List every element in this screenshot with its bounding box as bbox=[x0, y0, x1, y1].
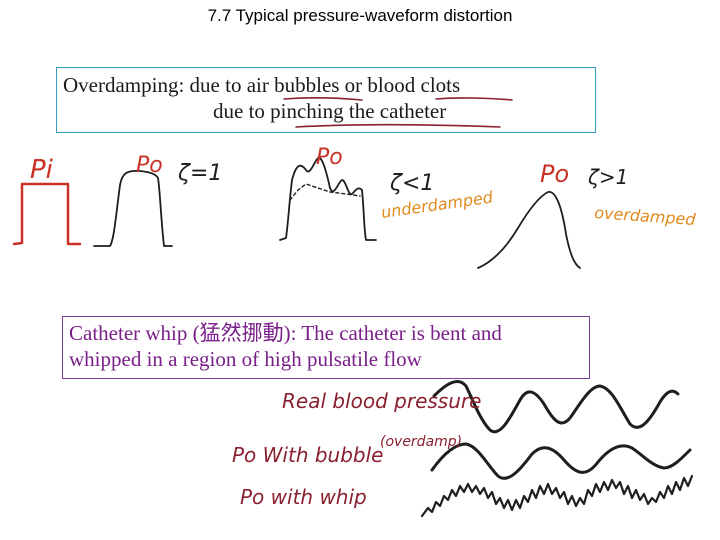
overdamping-line-1: Overdamping: due to air bubbles or blood… bbox=[63, 73, 461, 97]
label-po-3: Po bbox=[540, 160, 569, 188]
label-po-whip: Po with whip bbox=[240, 485, 367, 509]
underdamped-wave bbox=[279, 157, 377, 241]
label-po-bubble: Po With bubble bbox=[232, 443, 383, 467]
whip-line-1: Catheter whip (猛然挪動): The catheter is be… bbox=[69, 321, 502, 345]
label-zeta-1: ζ=1 bbox=[177, 161, 222, 186]
underline-air-bubbles bbox=[283, 97, 363, 101]
overdamping-line-2: due to pinching the catheter bbox=[213, 99, 447, 123]
underdamped-dashed-reference bbox=[289, 183, 361, 201]
label-po-2: Po bbox=[316, 145, 343, 170]
label-overdamped-paren: (overdamp) bbox=[380, 434, 462, 450]
whip-wave bbox=[420, 474, 694, 518]
overdamped-wave bbox=[477, 191, 581, 269]
bubble-wave bbox=[430, 442, 692, 480]
pi-square-wave bbox=[12, 182, 82, 246]
critically-damped-wave bbox=[93, 169, 173, 247]
underline-blood-clots bbox=[435, 97, 513, 101]
catheter-whip-box: Catheter whip (猛然挪動): The catheter is be… bbox=[62, 316, 590, 379]
real-bp-wave bbox=[432, 380, 680, 434]
overdamping-box: Overdamping: due to air bubbles or blood… bbox=[56, 67, 596, 133]
whip-line-2: whipped in a region of high pulsatile fl… bbox=[69, 347, 422, 371]
slide-title: 7.7 Typical pressure-waveform distortion bbox=[207, 6, 513, 25]
label-real-bp: Real blood pressure bbox=[282, 389, 481, 413]
label-overdamped: overdamped bbox=[594, 203, 697, 229]
label-zeta-3: ζ>1 bbox=[587, 165, 628, 189]
underline-pinching bbox=[295, 123, 501, 128]
label-pi: Pi bbox=[30, 155, 54, 185]
label-zeta-2: ζ<1 bbox=[389, 171, 434, 196]
label-po-1: Po bbox=[136, 153, 163, 178]
